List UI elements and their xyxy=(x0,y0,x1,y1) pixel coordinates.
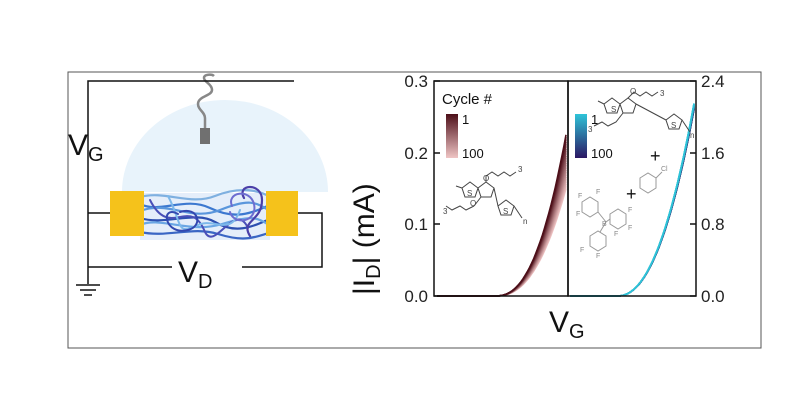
svg-text:Cl: Cl xyxy=(661,166,668,173)
polymer-structure-2: O S S 3 3 n xyxy=(588,87,694,140)
plus-sign: + xyxy=(650,146,661,166)
svg-text:3: 3 xyxy=(443,207,448,216)
svg-text:O: O xyxy=(483,174,489,183)
cycle-curve xyxy=(437,139,567,297)
left-tick-label: 0.3 xyxy=(404,72,428,91)
polymer-structure-1: O O S S 3 3 n xyxy=(443,165,527,226)
left-tick-label: 0.2 xyxy=(404,144,428,163)
right-tick-label: 0.0 xyxy=(701,287,725,306)
svg-text:S: S xyxy=(503,207,508,216)
y-axis-label: |ID| (mA) xyxy=(348,183,385,295)
panel-1-colorbar xyxy=(446,114,458,158)
electrolyte-dome xyxy=(122,100,328,192)
cycle-curve xyxy=(437,136,567,297)
colorbar-top-label: 1 xyxy=(591,112,598,127)
right-tick-label: 1.6 xyxy=(701,144,725,163)
plus-sign: + xyxy=(626,184,637,204)
colorbar-title: Cycle # xyxy=(442,91,493,108)
svg-text:n: n xyxy=(690,131,694,140)
gate-electrode xyxy=(200,128,210,144)
additive-structure: Cl B F F F F F F F F xyxy=(576,166,668,260)
panel-1-frame xyxy=(433,80,569,297)
colorbar-top-label: 1 xyxy=(462,112,469,127)
svg-text:S: S xyxy=(467,189,472,198)
gate-circuit-wire xyxy=(87,80,294,230)
gate-wire xyxy=(196,73,215,128)
svg-text:F: F xyxy=(614,231,618,238)
drain-electrode xyxy=(266,191,298,236)
svg-text:O: O xyxy=(630,87,636,96)
svg-text:O: O xyxy=(470,199,476,208)
ground-icon xyxy=(76,284,100,296)
device-schematic: VG VD xyxy=(68,73,328,296)
svg-text:S: S xyxy=(611,105,616,114)
x-axis-label: VG xyxy=(549,306,585,343)
right-tick-label: 2.4 xyxy=(701,72,725,91)
svg-text:S: S xyxy=(671,121,676,130)
svg-text:F: F xyxy=(628,207,632,214)
svg-text:n: n xyxy=(523,217,527,226)
left-y-ticks xyxy=(434,80,440,297)
svg-text:F: F xyxy=(578,193,582,200)
source-electrode xyxy=(110,191,144,236)
right-y-ticks xyxy=(690,80,696,297)
panel-2-colorbar xyxy=(575,114,587,158)
left-tick-label: 0.1 xyxy=(404,215,428,234)
svg-text:F: F xyxy=(580,247,584,254)
figure-frame xyxy=(67,71,762,349)
right-tick-label: 0.8 xyxy=(701,215,725,234)
transfer-chart: |ID| (mA) 0.3 0.2 0.1 0.0 2.4 1.6 0.8 0.… xyxy=(348,72,725,343)
left-tick-label: 0.0 xyxy=(404,287,428,306)
svg-text:F: F xyxy=(576,211,580,218)
svg-text:B: B xyxy=(602,221,607,228)
polymer-channel xyxy=(138,185,274,240)
colorbar-bottom-label: 100 xyxy=(462,146,484,161)
svg-text:3: 3 xyxy=(588,125,593,134)
svg-text:F: F xyxy=(596,189,600,196)
svg-text:3: 3 xyxy=(660,89,665,98)
svg-text:3: 3 xyxy=(518,165,523,174)
drain-voltage-label: VD xyxy=(178,256,212,293)
panel-2-frame xyxy=(567,80,697,297)
svg-text:F: F xyxy=(596,253,600,260)
svg-text:F: F xyxy=(628,225,632,232)
gate-voltage-label: VG xyxy=(68,129,104,166)
colorbar-bottom-label: 100 xyxy=(591,146,613,161)
